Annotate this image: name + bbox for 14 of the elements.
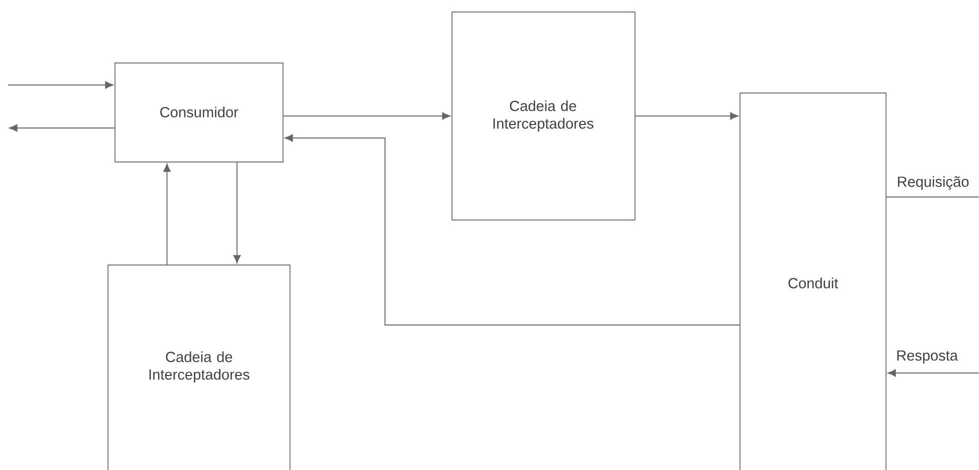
edge-label: Requisição: [896, 174, 970, 192]
arrow: [233, 162, 241, 264]
arrow: [163, 164, 171, 265]
arrow: [888, 369, 979, 377]
arrow: [635, 112, 738, 120]
process-box: Cadeia de Interceptadores: [452, 12, 636, 220]
arrow: [283, 112, 450, 120]
process-box: Consumidor: [114, 62, 284, 162]
process-box: Conduit: [740, 92, 886, 470]
edge-label: Resposta: [894, 349, 960, 365]
arrow: [8, 81, 114, 89]
arrow: [284, 134, 740, 326]
process-box: Cadeia de Interceptadores: [108, 264, 290, 470]
arrow: [9, 124, 115, 132]
